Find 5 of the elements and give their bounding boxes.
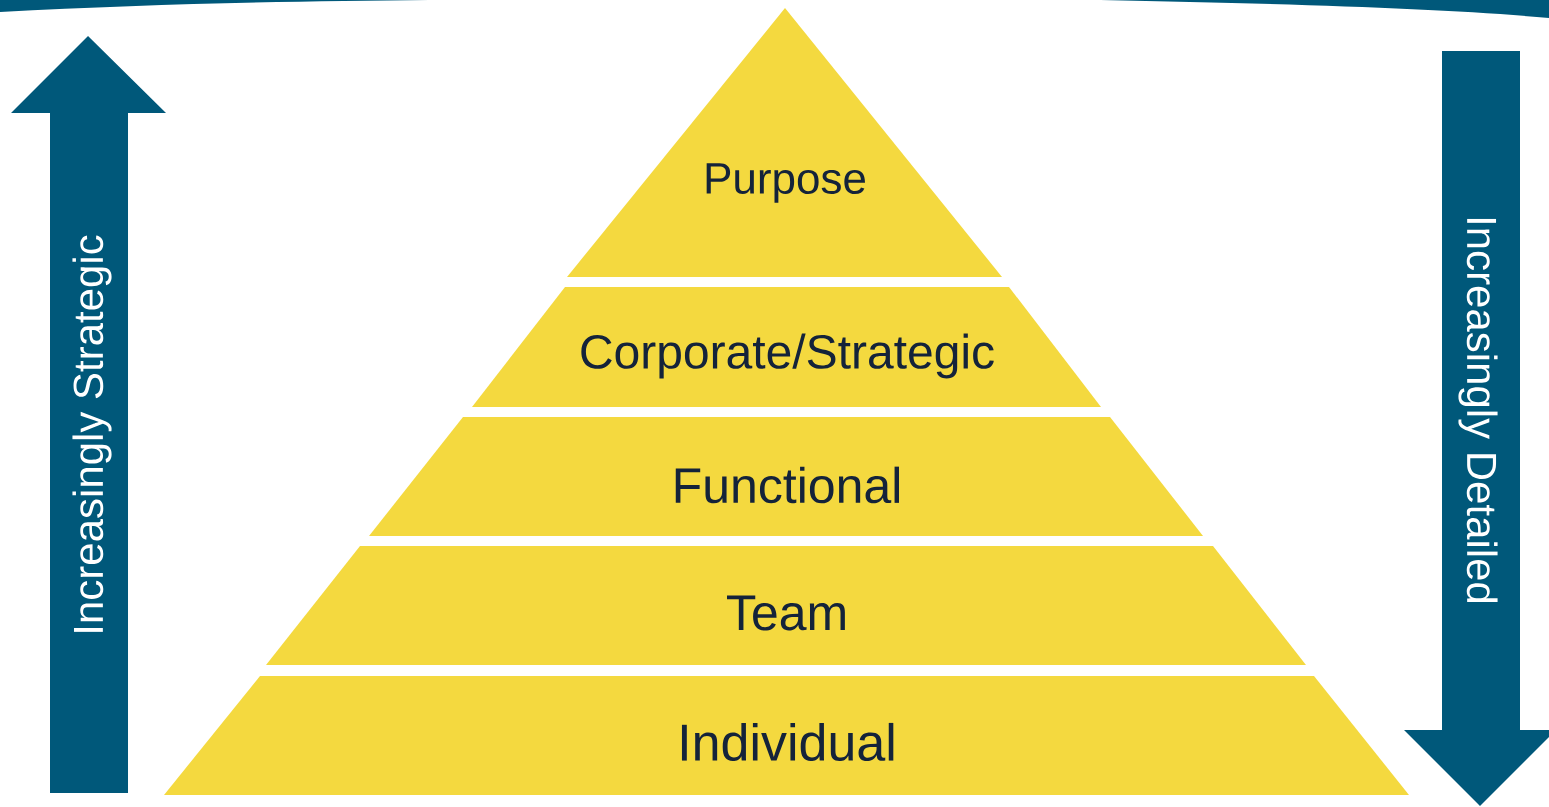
pyramid-level: Individual <box>164 676 1409 795</box>
pyramid-level: Corporate/Strategic <box>472 287 1101 407</box>
pyramid-level: Functional <box>369 417 1203 536</box>
pyramid-level: Purpose <box>567 8 1002 277</box>
pyramid-level: Team <box>266 546 1306 665</box>
